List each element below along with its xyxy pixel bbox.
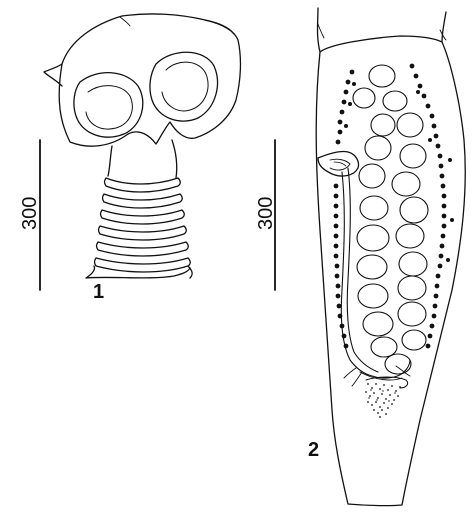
fig1-number-label: 1: [93, 281, 105, 303]
fig2-scale-label: 300: [255, 196, 277, 230]
fig2-number-label: 2: [308, 439, 320, 461]
fig1-sucker-left: [73, 71, 144, 138]
fig2-vagina: [346, 167, 379, 373]
fig1-neck-right: [171, 139, 178, 179]
fig1-neck-left: [107, 145, 113, 177]
fig2-ovary-stipple: [365, 383, 401, 418]
fig2-vitellaria-right: [409, 63, 454, 349]
fig1-segments: [85, 177, 193, 279]
fig2-cirrus-sac: [317, 150, 360, 177]
fig1-head-outline: [58, 13, 242, 147]
fig1-scolex-drawing: [43, 13, 242, 279]
fig2-proglottid-drawing: [315, 7, 466, 507]
fig1-scale-label: 300: [19, 196, 41, 230]
fig2-vitellaria-left: [333, 69, 356, 349]
fig1-sucker-right: [149, 51, 219, 122]
fig2-testes: [352, 64, 429, 375]
